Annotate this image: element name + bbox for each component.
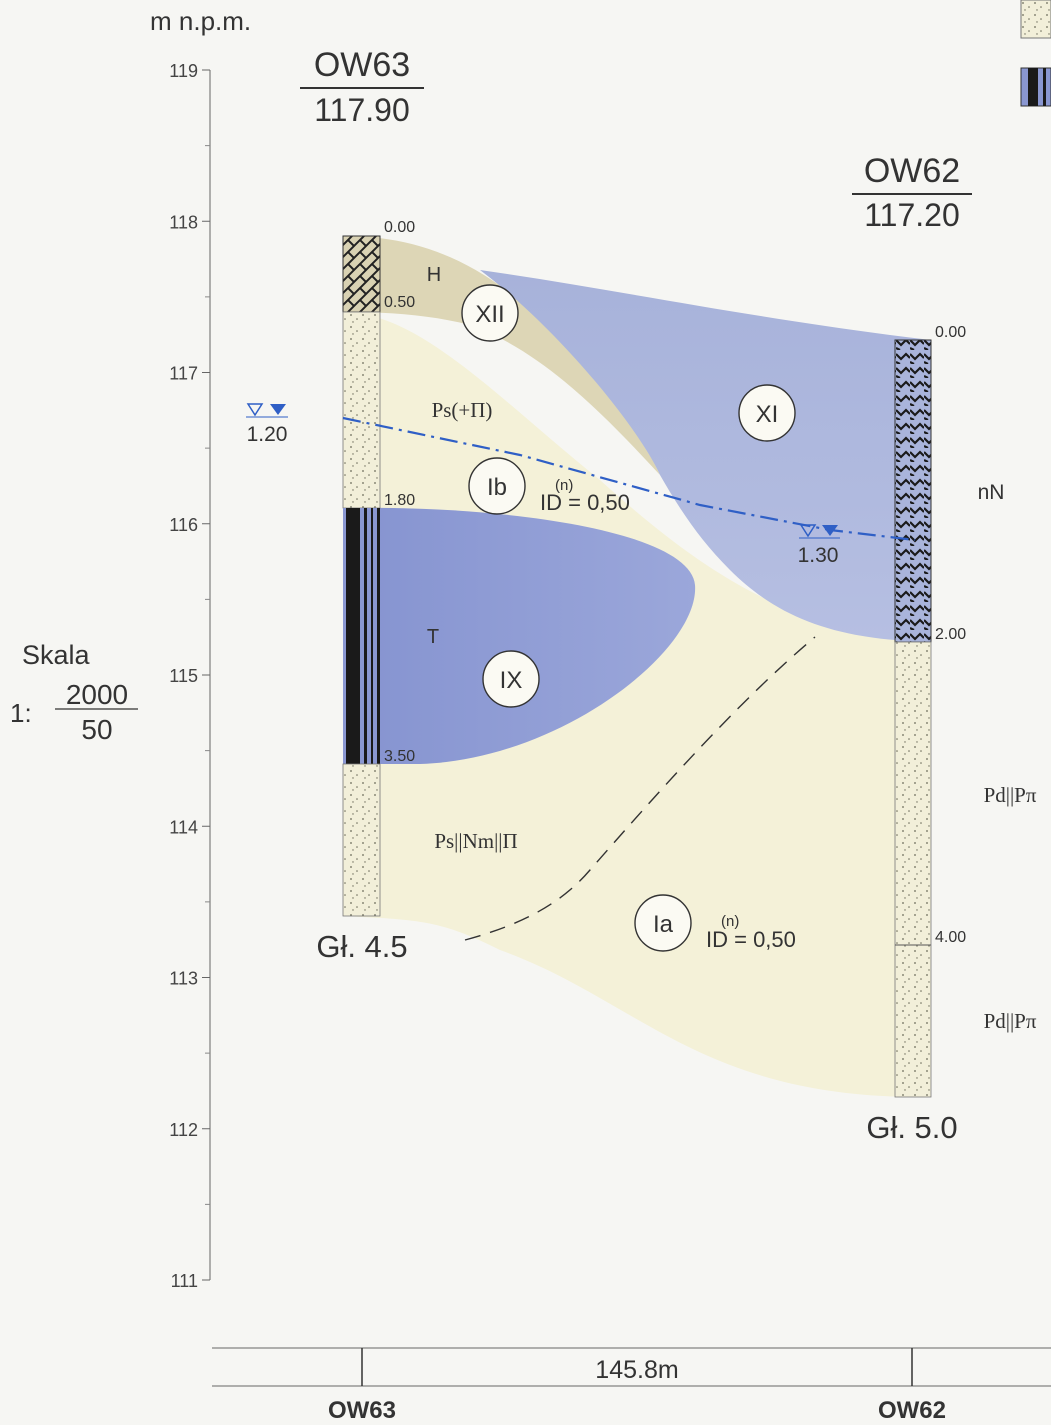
- borehole-right-depth: Gł. 5.0: [866, 1110, 957, 1145]
- borehole-right-elevation: 117.20: [864, 197, 960, 233]
- id-ib-superscript: (n): [555, 477, 573, 494]
- scale-label: Skala: [22, 640, 91, 670]
- water-level-left-value: 1.20: [247, 423, 288, 446]
- scale-prefix: 1:: [10, 698, 32, 728]
- soil-label-ps-plus: Ps(+Π): [432, 398, 493, 422]
- axis-tick-label: 112: [169, 1120, 198, 1140]
- scale-vertical: 50: [81, 714, 112, 745]
- axis-ticks: 119 118 117 116 115 114 113 112 111: [169, 61, 210, 1291]
- borehole-left-column-peat: [343, 508, 380, 764]
- id-ia-superscript: (n): [721, 913, 739, 930]
- scale-horizontal: 2000: [66, 679, 128, 710]
- axis-tick-label: 115: [169, 666, 198, 686]
- axis-tick-label: 113: [169, 969, 198, 989]
- borehole-right-column-clay: [894, 339, 932, 643]
- axis-tick-label: 117: [169, 364, 198, 384]
- layer-marker-xii: XII: [461, 284, 519, 342]
- borehole-right-name: OW62: [864, 152, 960, 190]
- water-level-right-value: 1.30: [798, 544, 839, 567]
- id-ia-value: ID = 0,50: [706, 927, 796, 952]
- depth-right-0: 0.00: [935, 324, 966, 341]
- axis-tick-label: 119: [169, 61, 198, 81]
- depth-right-2: 4.00: [935, 929, 966, 946]
- layer-xi-clay: [480, 270, 931, 642]
- distance-label-left: OW63: [328, 1397, 396, 1424]
- layer-marker-xi: XI: [738, 384, 796, 442]
- axis-tick-label: 116: [169, 515, 198, 535]
- borehole-left-elevation: 117.90: [314, 92, 410, 128]
- axis-tick-label: 114: [169, 817, 198, 837]
- legend-sand-swatch: [1020, 0, 1051, 39]
- svg-text:Ib: Ib: [487, 474, 507, 501]
- depth-left-1: 0.50: [384, 294, 415, 311]
- soil-label-nn: nN: [978, 481, 1005, 504]
- soil-label-pd-1: Pd||Pπ: [984, 783, 1037, 807]
- water-level-right-icon: [799, 524, 840, 539]
- borehole-left-column-sand-lower: [342, 763, 381, 917]
- borehole-left-depth: Gł. 4.5: [316, 929, 407, 964]
- svg-text:XI: XI: [756, 401, 779, 428]
- boundary-dashed-line: [464, 636, 816, 941]
- distance-value: 145.8m: [595, 1356, 678, 1384]
- id-ib-value: ID = 0,50: [540, 490, 630, 515]
- soil-label-h: H: [427, 264, 441, 286]
- groundwater-line: [342, 416, 916, 542]
- layer-ix-peat: [343, 507, 696, 764]
- layer-marker-ix: IX: [482, 650, 540, 708]
- soil-label-t: T: [427, 626, 439, 648]
- borehole-left-column-humus: [342, 235, 381, 313]
- depth-left-0: 0.00: [384, 219, 415, 236]
- axis-tick-label: 118: [169, 212, 198, 232]
- axis-unit-label: m n.p.m.: [150, 6, 251, 36]
- depth-left-3: 3.50: [384, 748, 415, 765]
- borehole-right-column-sand: [894, 641, 932, 1098]
- legend-peat-swatch: [1020, 67, 1051, 107]
- water-level-left-icon: [246, 403, 288, 418]
- svg-text:XII: XII: [475, 301, 504, 328]
- layer-marker-ib: Ib: [468, 457, 526, 515]
- depth-left-2: 1.80: [384, 492, 415, 509]
- distance-label-right: OW62: [878, 1397, 946, 1424]
- svg-text:IX: IX: [500, 667, 523, 694]
- layer-marker-ia: Ia: [634, 894, 692, 952]
- soil-label-ps-nm: Ps||Nm||Π: [434, 829, 517, 853]
- svg-text:Ia: Ia: [653, 911, 674, 938]
- borehole-left-column-sand-upper: [342, 311, 381, 509]
- soil-label-pd-2: Pd||Pπ: [984, 1009, 1037, 1033]
- layer-xii-humus: [343, 236, 660, 475]
- axis-tick-label: 111: [171, 1271, 198, 1291]
- borehole-left-name: OW63: [314, 46, 410, 84]
- depth-right-1: 2.00: [935, 626, 966, 643]
